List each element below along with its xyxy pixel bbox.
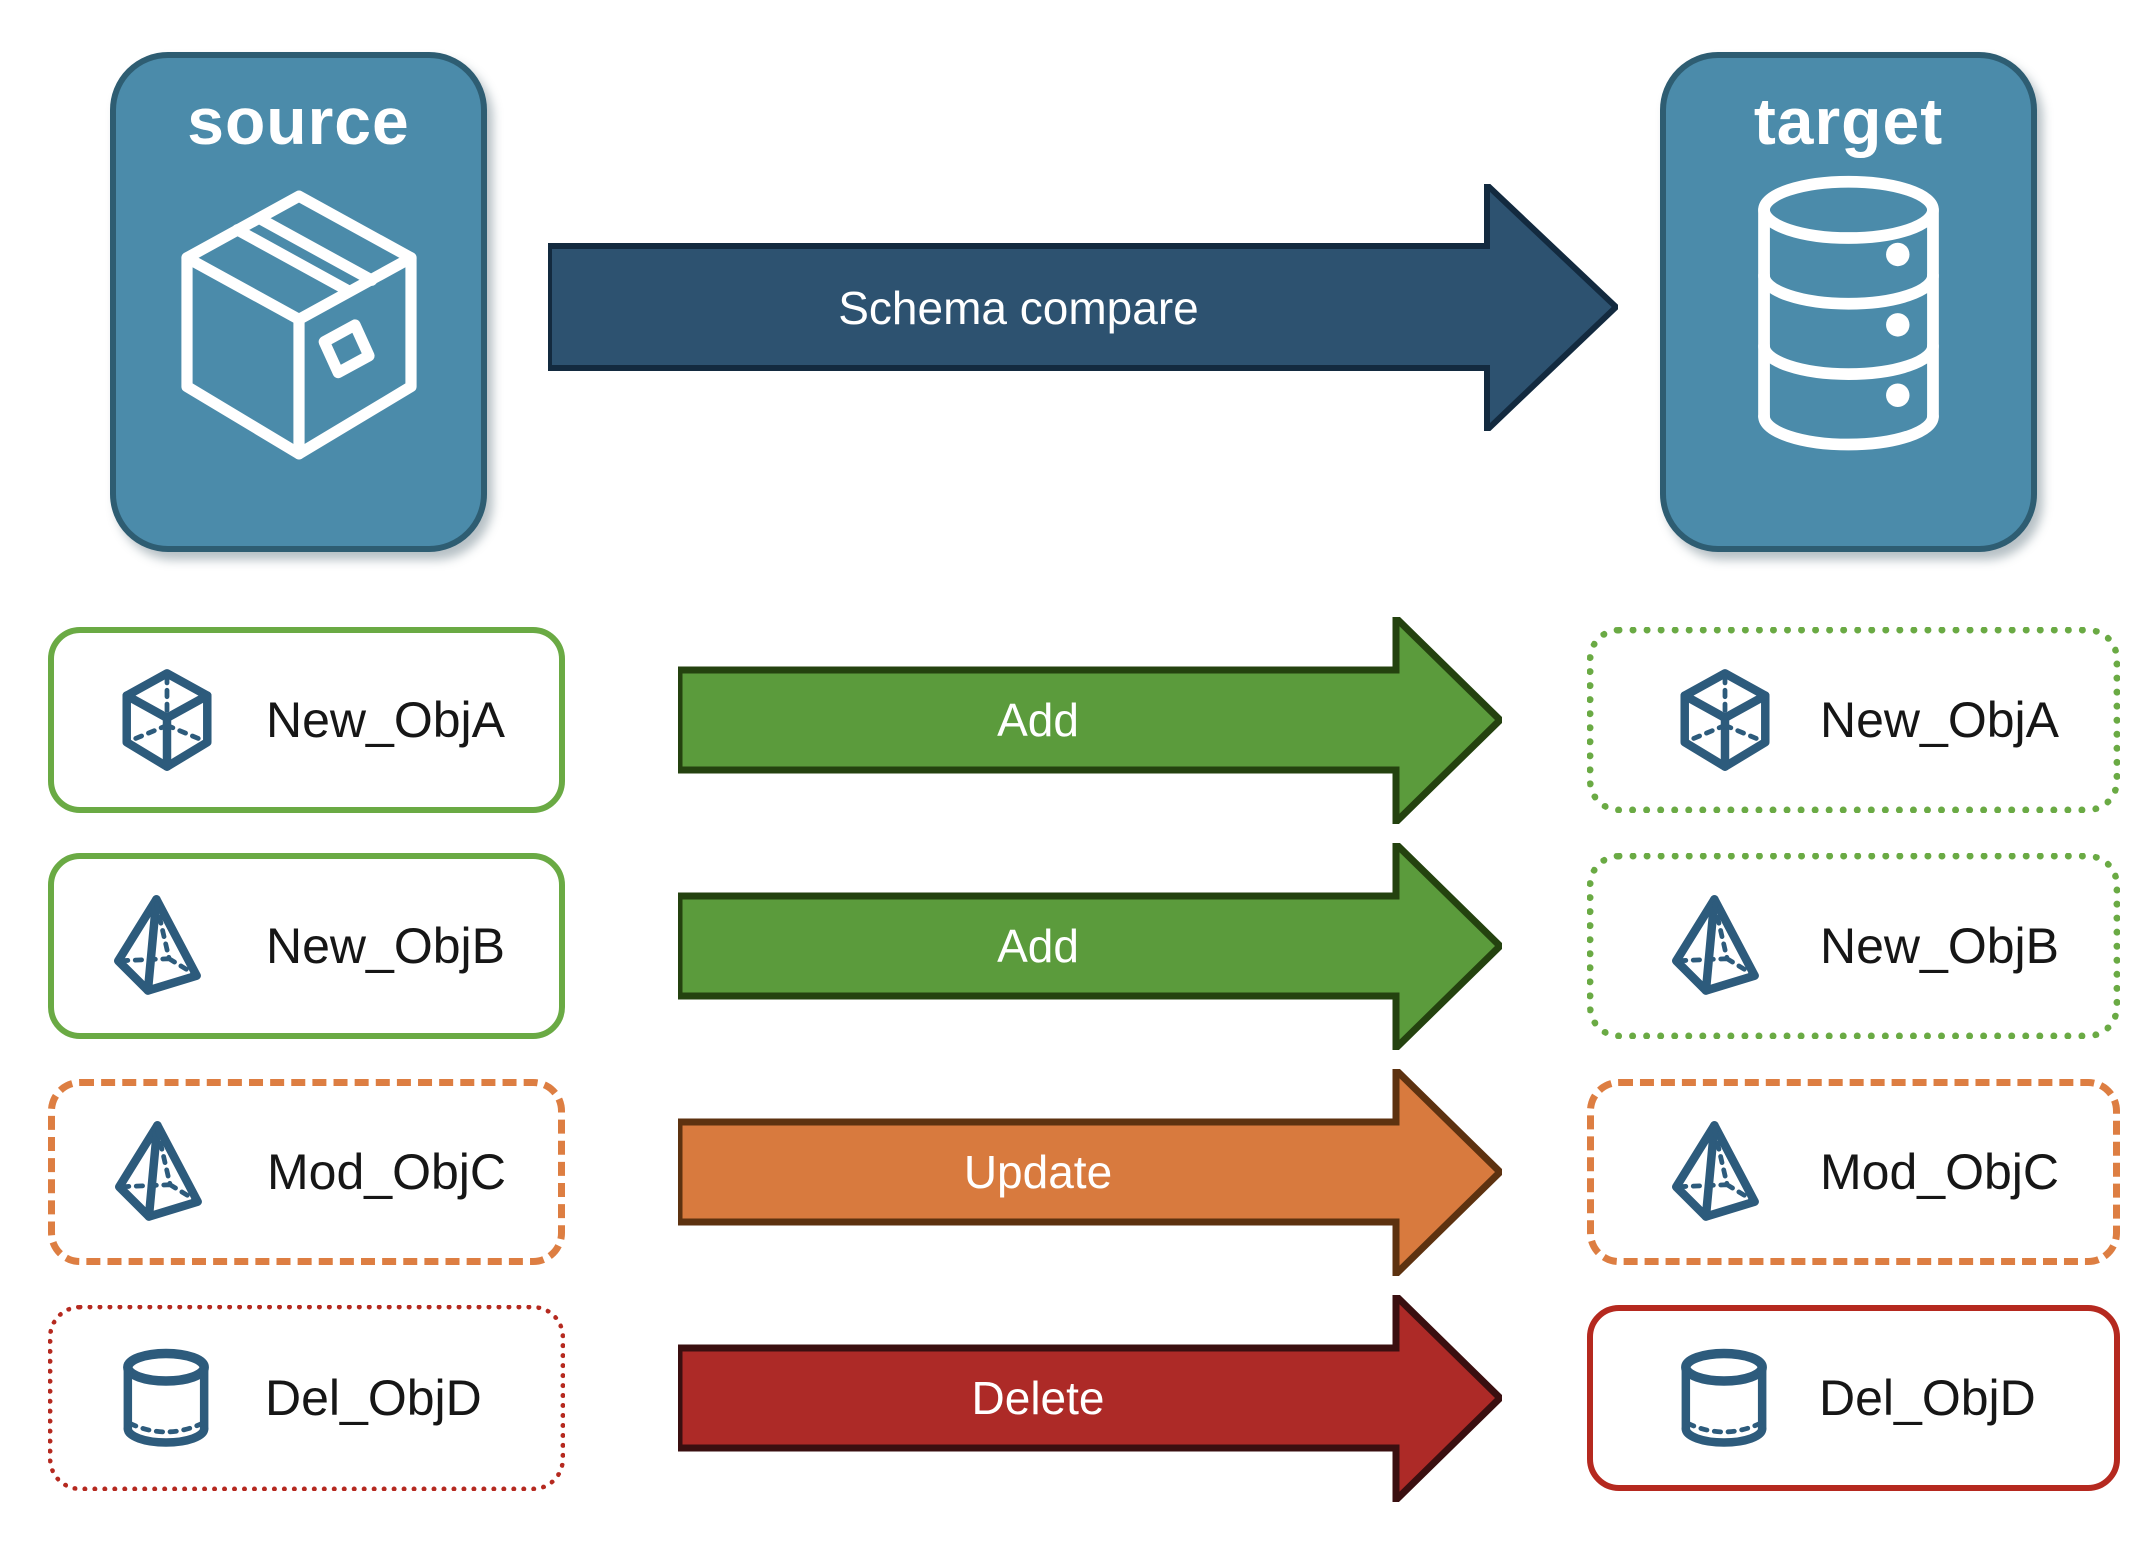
pyramid-icon <box>115 1119 221 1225</box>
package-icon <box>159 170 439 480</box>
add-arrow <box>678 843 1502 1050</box>
target-node: target <box>1660 52 2037 552</box>
object-name: Mod_ObjC <box>1820 1144 2059 1200</box>
source-object-card: New_ObjB <box>48 853 565 1039</box>
target-object-card: New_ObjA <box>1587 627 2120 813</box>
source-object-card: New_ObjA <box>48 627 565 813</box>
target-object-card: New_ObjB <box>1587 853 2120 1039</box>
object-name: New_ObjB <box>1820 918 2059 974</box>
source-node: source <box>110 52 487 552</box>
database-icon <box>1731 170 1966 475</box>
source-object-card: Mod_ObjC <box>48 1079 565 1265</box>
add-arrow-shape <box>678 843 1502 1050</box>
cube-icon <box>1672 667 1778 773</box>
update-arrow <box>678 1069 1502 1276</box>
schema-compare-arrow-shape <box>548 184 1618 431</box>
object-name: Del_ObjD <box>1819 1370 2036 1426</box>
action-label: Add <box>997 920 1079 972</box>
target-object-card: Del_ObjD <box>1587 1305 2120 1491</box>
target-object-card: Mod_ObjC <box>1587 1079 2120 1265</box>
cube-icon <box>114 667 220 773</box>
object-name: New_ObjA <box>266 692 505 748</box>
cylinder-icon <box>1671 1345 1777 1451</box>
action-label: Add <box>997 694 1079 746</box>
source-title: source <box>187 84 410 158</box>
source-object-card: Del_ObjD <box>48 1305 565 1491</box>
add-arrow-shape <box>678 617 1502 824</box>
pyramid-icon <box>1672 893 1778 999</box>
cylinder-icon <box>113 1345 219 1451</box>
action-label: Update <box>963 1146 1113 1198</box>
update-arrow-shape <box>678 1069 1502 1276</box>
schema-compare-arrow <box>548 184 1618 431</box>
pyramid-icon <box>1672 1119 1778 1225</box>
object-name: New_ObjA <box>1820 692 2059 748</box>
object-name: Del_ObjD <box>265 1370 482 1426</box>
target-title: target <box>1753 84 1944 158</box>
action-label: Delete <box>971 1372 1105 1424</box>
object-name: New_ObjB <box>266 918 505 974</box>
schema-compare-label: Schema compare <box>838 282 1199 334</box>
add-arrow <box>678 617 1502 824</box>
object-name: Mod_ObjC <box>267 1144 506 1200</box>
pyramid-icon <box>114 893 220 999</box>
delete-arrow <box>678 1295 1502 1502</box>
delete-arrow-shape <box>678 1295 1502 1502</box>
